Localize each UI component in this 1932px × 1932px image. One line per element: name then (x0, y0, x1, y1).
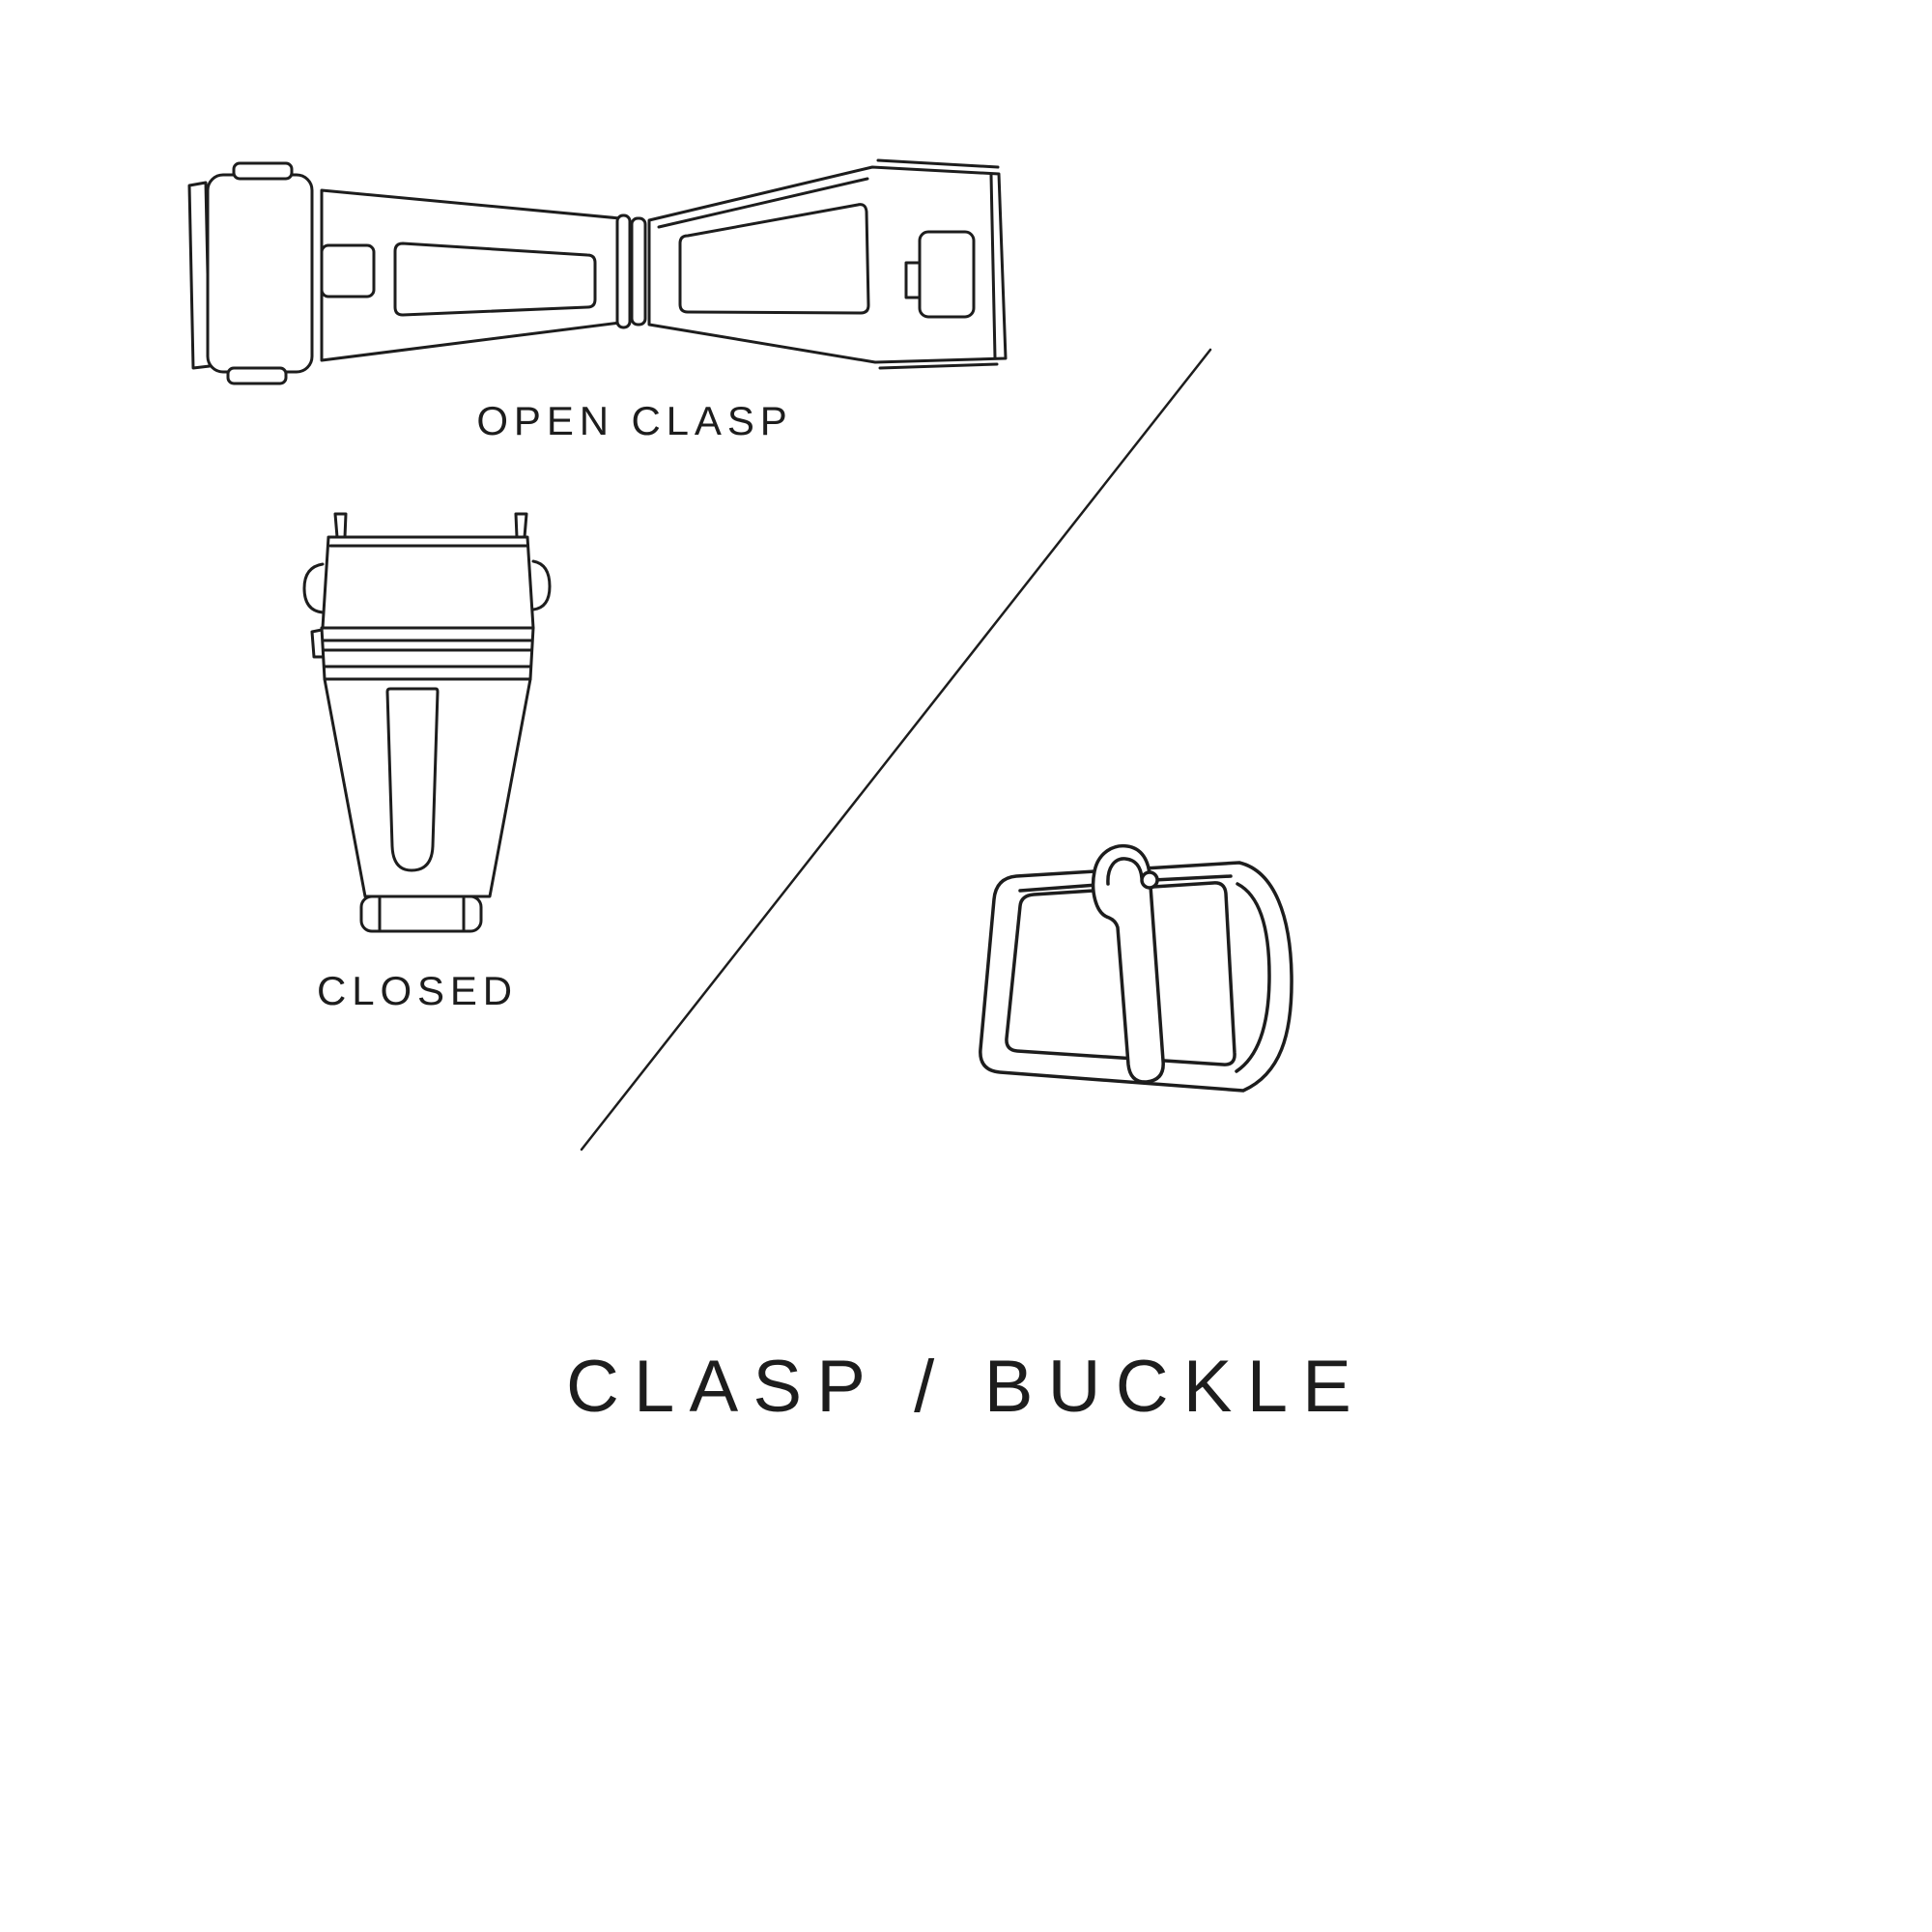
closed-clasp-illustration (302, 512, 552, 933)
diagram-title: CLASP / BUCKLE (565, 1346, 1367, 1428)
open-clasp-illustration (187, 158, 1008, 385)
divider-line (580, 348, 1212, 1151)
buckle-illustration (979, 843, 1293, 1093)
open-clasp-label: OPEN CLASP (476, 398, 793, 443)
closed-label: CLOSED (317, 968, 518, 1013)
